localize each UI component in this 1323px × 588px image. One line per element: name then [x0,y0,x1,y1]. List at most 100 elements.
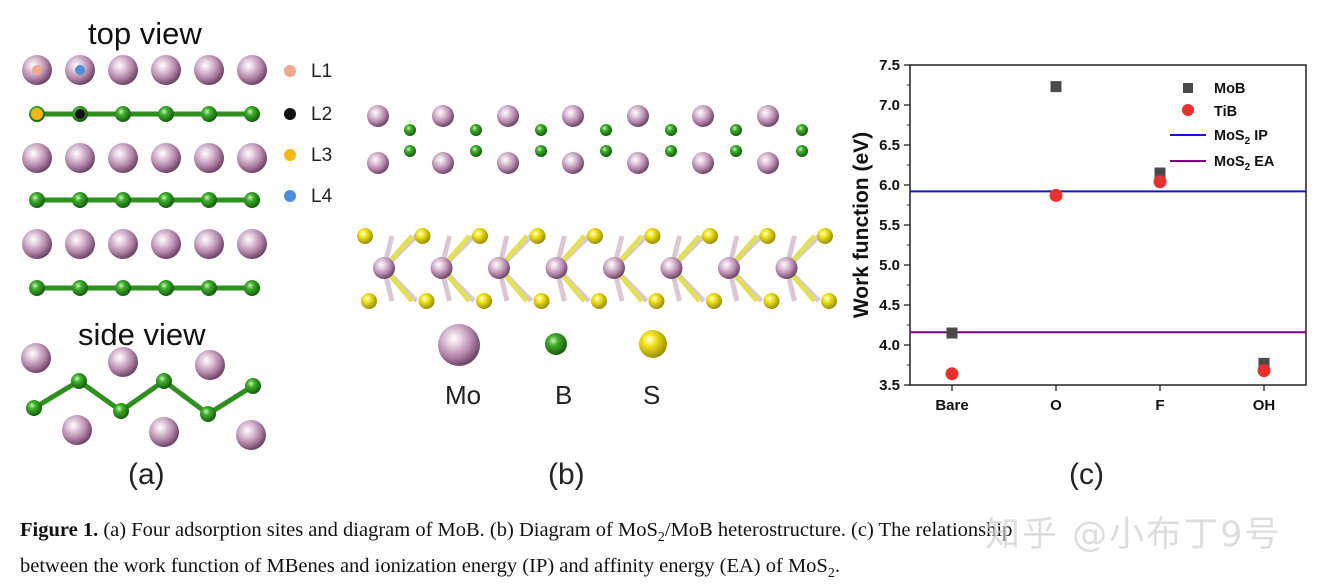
mo-atom [108,229,138,259]
b-atom [158,106,174,122]
mos2-s-atom-top [587,228,603,244]
caption-text-2a: between the work function of MBenes and … [20,555,828,578]
caption-text-2b: . [834,555,840,578]
x-tick-label: F [1155,397,1164,414]
b-atom [115,106,131,122]
mo-atom [108,55,138,85]
site-label-l3: L3 [311,145,333,166]
side-mo-atom [21,343,51,373]
mob-b-atom [470,124,482,136]
side-b-bond [119,378,166,414]
mos2-s-atom-top [529,228,546,244]
mos2-s-atom-bottom [706,293,722,309]
chart-legend: MoB TiB MoS2 IP MoS2 EA [1170,81,1275,173]
mos2-s-atom-bottom [821,293,837,309]
y-tick-label: 7.0 [879,97,900,114]
b-atom [244,106,260,122]
panel-a-label: (a) [128,458,165,491]
side-b-bond [32,378,81,411]
caption-figure-label: Figure 1. [20,519,99,541]
mob-mo-atom-top [692,105,714,127]
mos2-s-atom-top [702,228,718,244]
y-tick-label: 7.5 [879,57,900,74]
figure-caption: Figure 1. (a) Four adsorption sites and … [20,516,1310,588]
mo-atom [237,143,267,173]
mos2-mo-atom [718,257,740,279]
b-atom [244,192,260,208]
caption-text-1b: /MoB heterostructure. (c) The relationsh… [664,519,1013,541]
y-axis-title: Work function (eV) [850,132,873,318]
mob-mo-atom-bottom [562,152,584,174]
data-point-square [1258,357,1270,369]
legend-atom-s [639,330,667,358]
mob-mo-atom-top [562,105,584,127]
b-atom [244,280,260,296]
mos2-mo-atom [430,257,453,279]
site-marker-l4 [75,65,85,75]
legend-label-s: S [643,380,661,410]
watermark: 知乎 @小布丁9号 [985,515,1282,555]
mos2-s-atom-bottom [476,293,492,309]
b-atom [115,192,131,208]
side-mo-atom [108,347,138,377]
mos2-s-atom-top [644,228,661,244]
y-tick-label: 6.5 [879,137,900,154]
data-point-square [946,327,958,339]
mo-atom [65,229,95,259]
side-b-bond [162,379,210,416]
mob-b-atom [404,145,416,157]
mos2-mo-atom [488,257,510,279]
y-tick-label: 5.0 [879,257,900,274]
b-atom [115,280,131,296]
data-point-square [1050,81,1062,93]
mob-mo-atom-top [497,105,519,127]
data-point-circle [1049,188,1063,202]
mob-mo-atom-bottom [757,152,779,174]
legend-atom-mo [438,324,480,366]
side-b-bond [206,383,255,417]
mos2-s-atom-bottom [591,293,607,309]
mob-b-atom [665,145,677,157]
x-tick-label: OH [1253,397,1276,414]
side-b-atom [245,378,261,394]
b-atom [201,280,217,296]
mo-atom [237,55,267,85]
y-tick-label: 6.0 [879,177,900,194]
mos2-s-atom-top [414,228,431,244]
data-point-circle [1257,364,1271,378]
b-atom [201,192,217,208]
caption-sub-1: 2 [657,530,665,546]
mo-atom [65,143,95,173]
y-tick-label: 4.0 [879,337,900,354]
mob-structure-top-side-view [21,55,296,450]
y-tick-label: 5.5 [879,217,900,234]
mob-mo-atom-top [757,105,779,127]
mob-b-atom [796,124,808,136]
mob-mo-atom-bottom [497,152,519,174]
mos2-s-atom-bottom [418,293,435,309]
legend-label-mob: MoB [1214,81,1245,97]
b-atom [158,280,174,296]
mos2-mo-atom [373,257,395,279]
legend-label-mos2-ea: MoS2 EA [1214,154,1275,173]
panel-b-label: (b) [548,458,585,491]
mos2-s-atom-bottom [533,293,550,309]
mos2-mo-atom [775,257,798,279]
side-b-atom [71,373,87,389]
side-mo-atom [236,420,266,450]
mob-b-atom [730,124,742,136]
mos2-s-atom-top [472,228,488,244]
caption-text-1a: (a) Four adsorption sites and diagram of… [98,519,658,541]
x-tick-label: Bare [935,397,968,414]
legend-marker-tib [1182,104,1194,116]
mob-b-atom [600,145,612,157]
mob-mo-atom-bottom [367,152,389,174]
side-b-atom [156,373,172,389]
panel-c-label: (c) [1069,458,1104,491]
mob-b-atom [470,145,482,157]
mo-atom [237,229,267,259]
mo-atom [108,143,138,173]
site-label-l4: L4 [311,186,333,207]
side-view-title: side view [78,317,206,352]
